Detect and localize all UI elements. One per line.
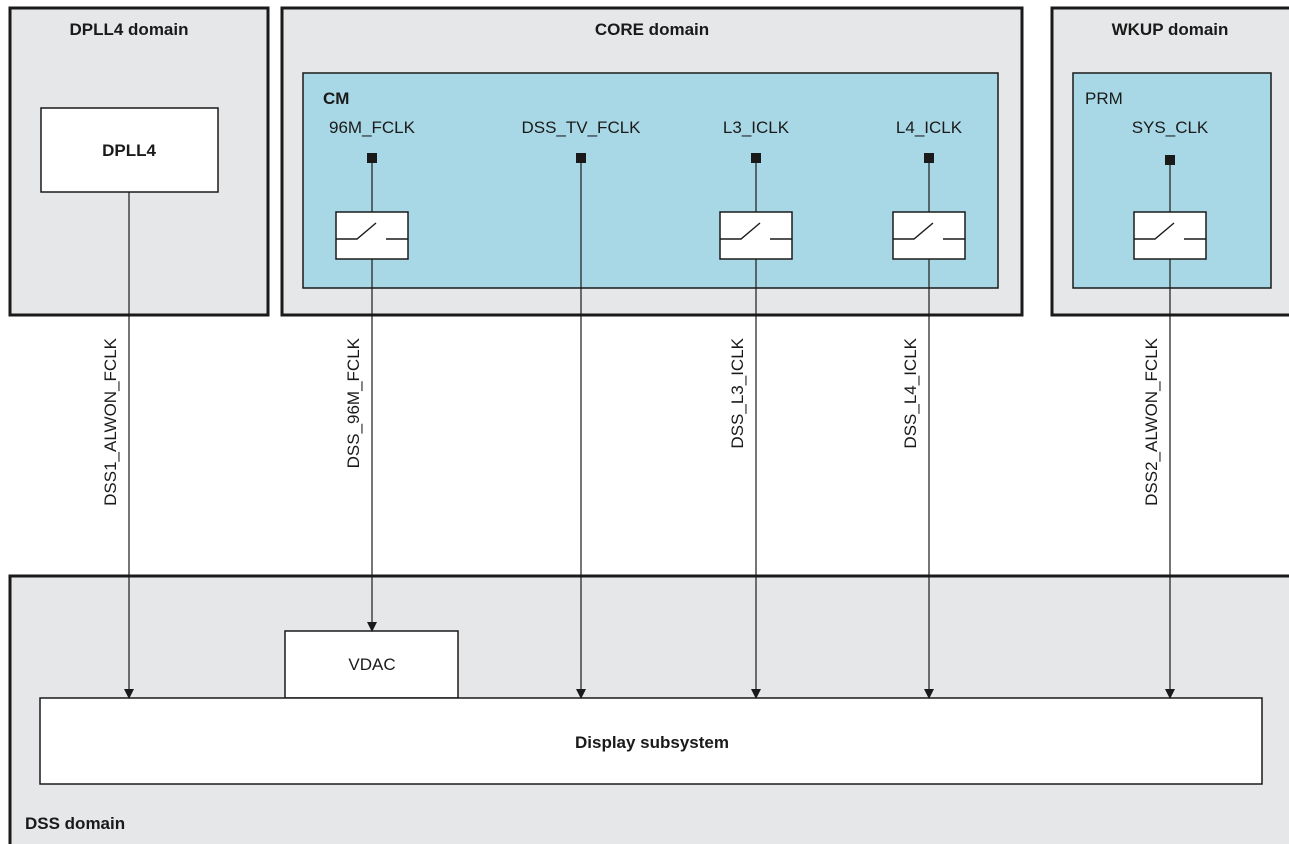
core-domain: CORE domain CM 96M_FCLK DSS_TV_FCLK L3_I… (280, 6, 1024, 317)
wkup-title-bold: WKUP (1112, 20, 1164, 39)
dpll4-block-label: DPLL4 (102, 141, 156, 160)
vdac-label: VDAC (348, 655, 395, 674)
signal-label-dss1-alwon-fclk: DSS1_ALWON_FCLK (101, 337, 120, 506)
dpll4-block (40, 107, 219, 193)
port-l4-iclk (924, 153, 934, 163)
signal-label-dss-l3-iclk: DSS_L3_ICLK (728, 337, 747, 448)
clock-label-l3-iclk: L3_ICLK (723, 118, 790, 137)
gate-l3-iclk (719, 211, 793, 260)
gate-l4-iclk (892, 211, 966, 260)
clock-ports (367, 153, 1175, 165)
signal-labels: DSS1_ALWON_FCLK DSS_96M_FCLK DSS_L3_ICLK… (101, 337, 1161, 506)
signal-label-dss-l4-iclk: DSS_L4_ICLK (901, 337, 920, 448)
wkup-domain-title: WKUP domain (1112, 20, 1229, 39)
port-dss-tv-fclk (576, 153, 586, 163)
clock-label-l4-iclk: L4_ICLK (896, 118, 963, 137)
signal-label-dss2-alwon-fclk: DSS2_ALWON_FCLK (1142, 337, 1161, 506)
cm-label: CM (323, 89, 349, 108)
port-96m-fclk (367, 153, 377, 163)
cm-block (302, 72, 999, 289)
wkup-title-rest: domain (1163, 20, 1228, 39)
vdac-block (284, 630, 459, 699)
gate-sys-clk (1133, 211, 1207, 260)
port-sys-clk (1165, 155, 1175, 165)
signal-label-dss-96m-fclk: DSS_96M_FCLK (344, 337, 363, 468)
port-l3-iclk (751, 153, 761, 163)
dss-domain-title: DSS domain (25, 814, 125, 833)
dpll4-domain: DPLL4 domain DPLL4 (8, 6, 270, 317)
clock-gates (335, 211, 1207, 260)
clock-label-96m-fclk: 96M_FCLK (329, 118, 416, 137)
dpll4-domain-title: DPLL4 domain (69, 20, 188, 39)
gate-96m-fclk (335, 211, 409, 260)
display-subsystem-label: Display subsystem (575, 733, 729, 752)
clock-label-dss-tv-fclk: DSS_TV_FCLK (521, 118, 641, 137)
core-domain-title: CORE domain (595, 20, 709, 39)
clock-label-sys-clk: SYS_CLK (1132, 118, 1209, 137)
display-subsystem-block (39, 697, 1263, 785)
dss-domain: DSS domain VDAC Display subsystem (8, 574, 1289, 844)
prm-label: PRM (1085, 89, 1123, 108)
